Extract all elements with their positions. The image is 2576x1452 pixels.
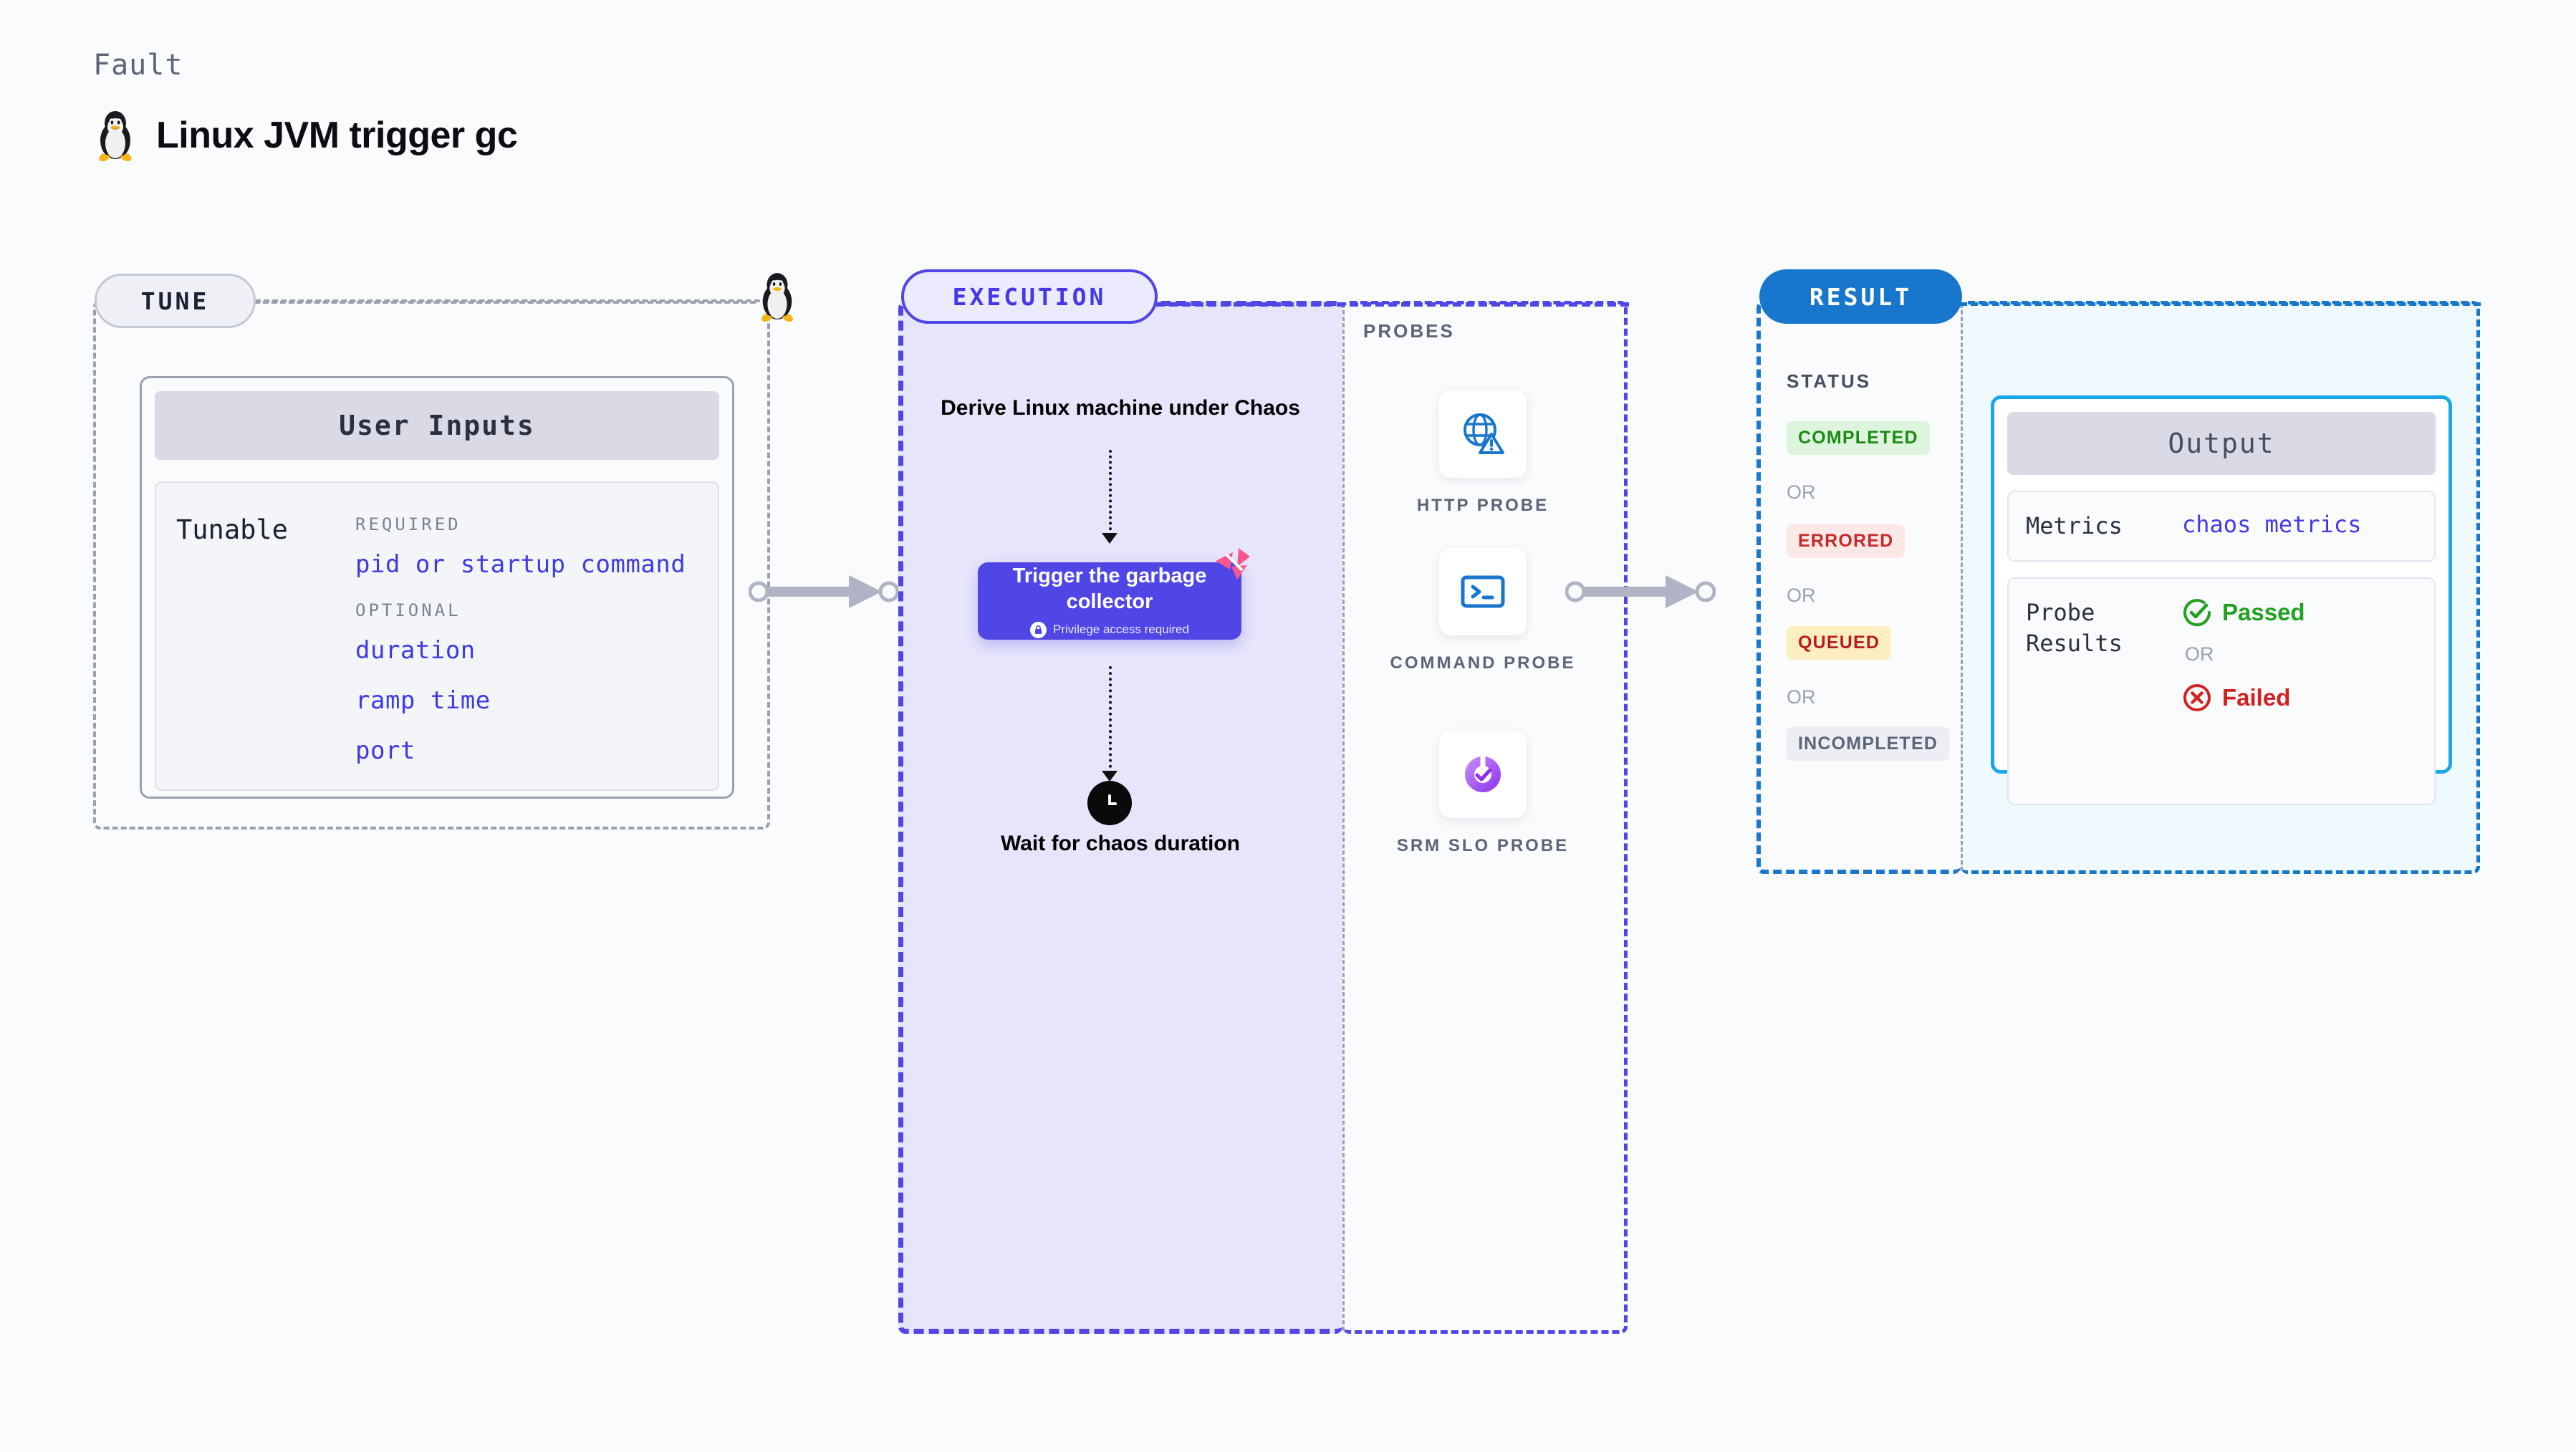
page-header: Fault Linux JVM trigger gc [93, 49, 518, 162]
tunable-item-duration[interactable]: duration [355, 636, 476, 665]
status-badge-errored: ERRORED [1787, 524, 1905, 558]
tunable-item-pid[interactable]: pid or startup command [355, 550, 686, 579]
optional-label: OPTIONAL [355, 600, 461, 620]
privilege-note-row: Privilege access required [1030, 621, 1189, 638]
x-circle-icon [2183, 684, 2211, 712]
fault-card-title: Trigger the garbage collector [1012, 564, 1207, 613]
execution-leader-line [1156, 302, 1629, 307]
probes-divider [1342, 304, 1345, 1331]
probe-srm-slo[interactable]: SRM SLO PROBE [1383, 731, 1583, 857]
terminal-prompt-icon [1439, 548, 1527, 635]
probe-command[interactable]: COMMAND PROBE [1383, 548, 1583, 675]
tune-tux-penguin-icon [761, 273, 793, 322]
status-or-1: OR [1787, 481, 1816, 503]
tune-leader-line [254, 301, 756, 304]
flow-arrowhead-1 [1102, 533, 1118, 544]
globe-warning-icon [1439, 390, 1527, 478]
flow-arrowhead-2 [1102, 771, 1118, 782]
tunable-item-port[interactable]: port [355, 736, 415, 765]
connector-tune-to-execution [749, 575, 899, 608]
user-inputs-header: User Inputs [155, 391, 719, 460]
metrics-row: Metrics chaos metrics [2007, 491, 2436, 562]
probe-results-values: Passed OR Failed [2182, 597, 2305, 713]
lock-icon [1030, 621, 1047, 638]
user-inputs-card: User Inputs Tunable REQUIRED pid or star… [140, 376, 734, 799]
tux-penguin-icon [99, 111, 132, 162]
tunable-item-ramp-time[interactable]: ramp time [355, 686, 491, 715]
failed-label: Failed [2222, 684, 2291, 711]
status-badge-incompleted: INCOMPLETED [1787, 727, 1950, 761]
probe-results-row: Probe Results Passed OR Failed [2007, 577, 2436, 806]
fault-action-card[interactable]: Trigger the garbage collector Privilege … [978, 548, 1250, 640]
tunable-label: Tunable [176, 514, 288, 545]
result-panel [1756, 301, 1961, 874]
metrics-value[interactable]: chaos metrics [2182, 511, 2362, 538]
probe-result-or: OR [2185, 643, 2214, 665]
connector-execution-to-result [1565, 575, 1716, 608]
slo-donut-check-icon [1439, 731, 1527, 818]
result-pill[interactable]: RESULT [1759, 269, 1962, 324]
probe-command-label: COMMAND PROBE [1390, 653, 1576, 673]
title-row: Linux JVM trigger gc [93, 109, 518, 162]
page-kicker: Fault [93, 49, 183, 82]
flow-connector-1 [1109, 450, 1112, 536]
execution-pill[interactable]: EXECUTION [901, 269, 1158, 324]
chaos-ribbon-icon [1216, 548, 1250, 580]
result-leader-line [1960, 302, 2481, 306]
probe-results-key: Probe Results [2026, 599, 2123, 658]
flow-connector-2 [1109, 666, 1112, 774]
tune-pill[interactable]: TUNE [95, 274, 256, 328]
probe-result-passed: Passed [2182, 597, 2305, 628]
status-or-3: OR [1787, 686, 1816, 708]
probes-title: PROBES [1363, 320, 1455, 342]
status-badge-completed: COMPLETED [1787, 421, 1930, 455]
probe-srm-slo-label: SRM SLO PROBE [1396, 836, 1570, 855]
page-title: Linux JVM trigger gc [156, 115, 518, 156]
output-header: Output [2007, 412, 2436, 475]
step-wait-duration: Wait for chaos duration [1001, 832, 1240, 855]
metrics-key: Metrics [2026, 512, 2123, 539]
probe-result-failed: Failed [2182, 683, 2305, 713]
required-label: REQUIRED [355, 514, 461, 534]
status-badge-queued: QUEUED [1787, 626, 1892, 660]
status-or-2: OR [1787, 585, 1816, 606]
output-card: Output Metrics chaos metrics Probe Resul… [1991, 395, 2452, 806]
tunable-box: Tunable REQUIRED pid or startup command … [155, 481, 719, 791]
tunable-groups: REQUIRED pid or startup command OPTIONAL… [355, 514, 686, 789]
status-title: STATUS [1787, 370, 1872, 392]
probe-http[interactable]: HTTP PROBE [1383, 390, 1583, 517]
probe-http-label: HTTP PROBE [1416, 496, 1549, 515]
result-divider [1961, 304, 1963, 871]
clock-icon [1087, 781, 1132, 825]
check-circle-icon [2183, 599, 2211, 627]
step-derive-machine: Derive Linux machine under Chaos [941, 396, 1300, 420]
passed-label: Passed [2222, 599, 2305, 626]
privilege-note-text: Privilege access required [1053, 622, 1189, 637]
